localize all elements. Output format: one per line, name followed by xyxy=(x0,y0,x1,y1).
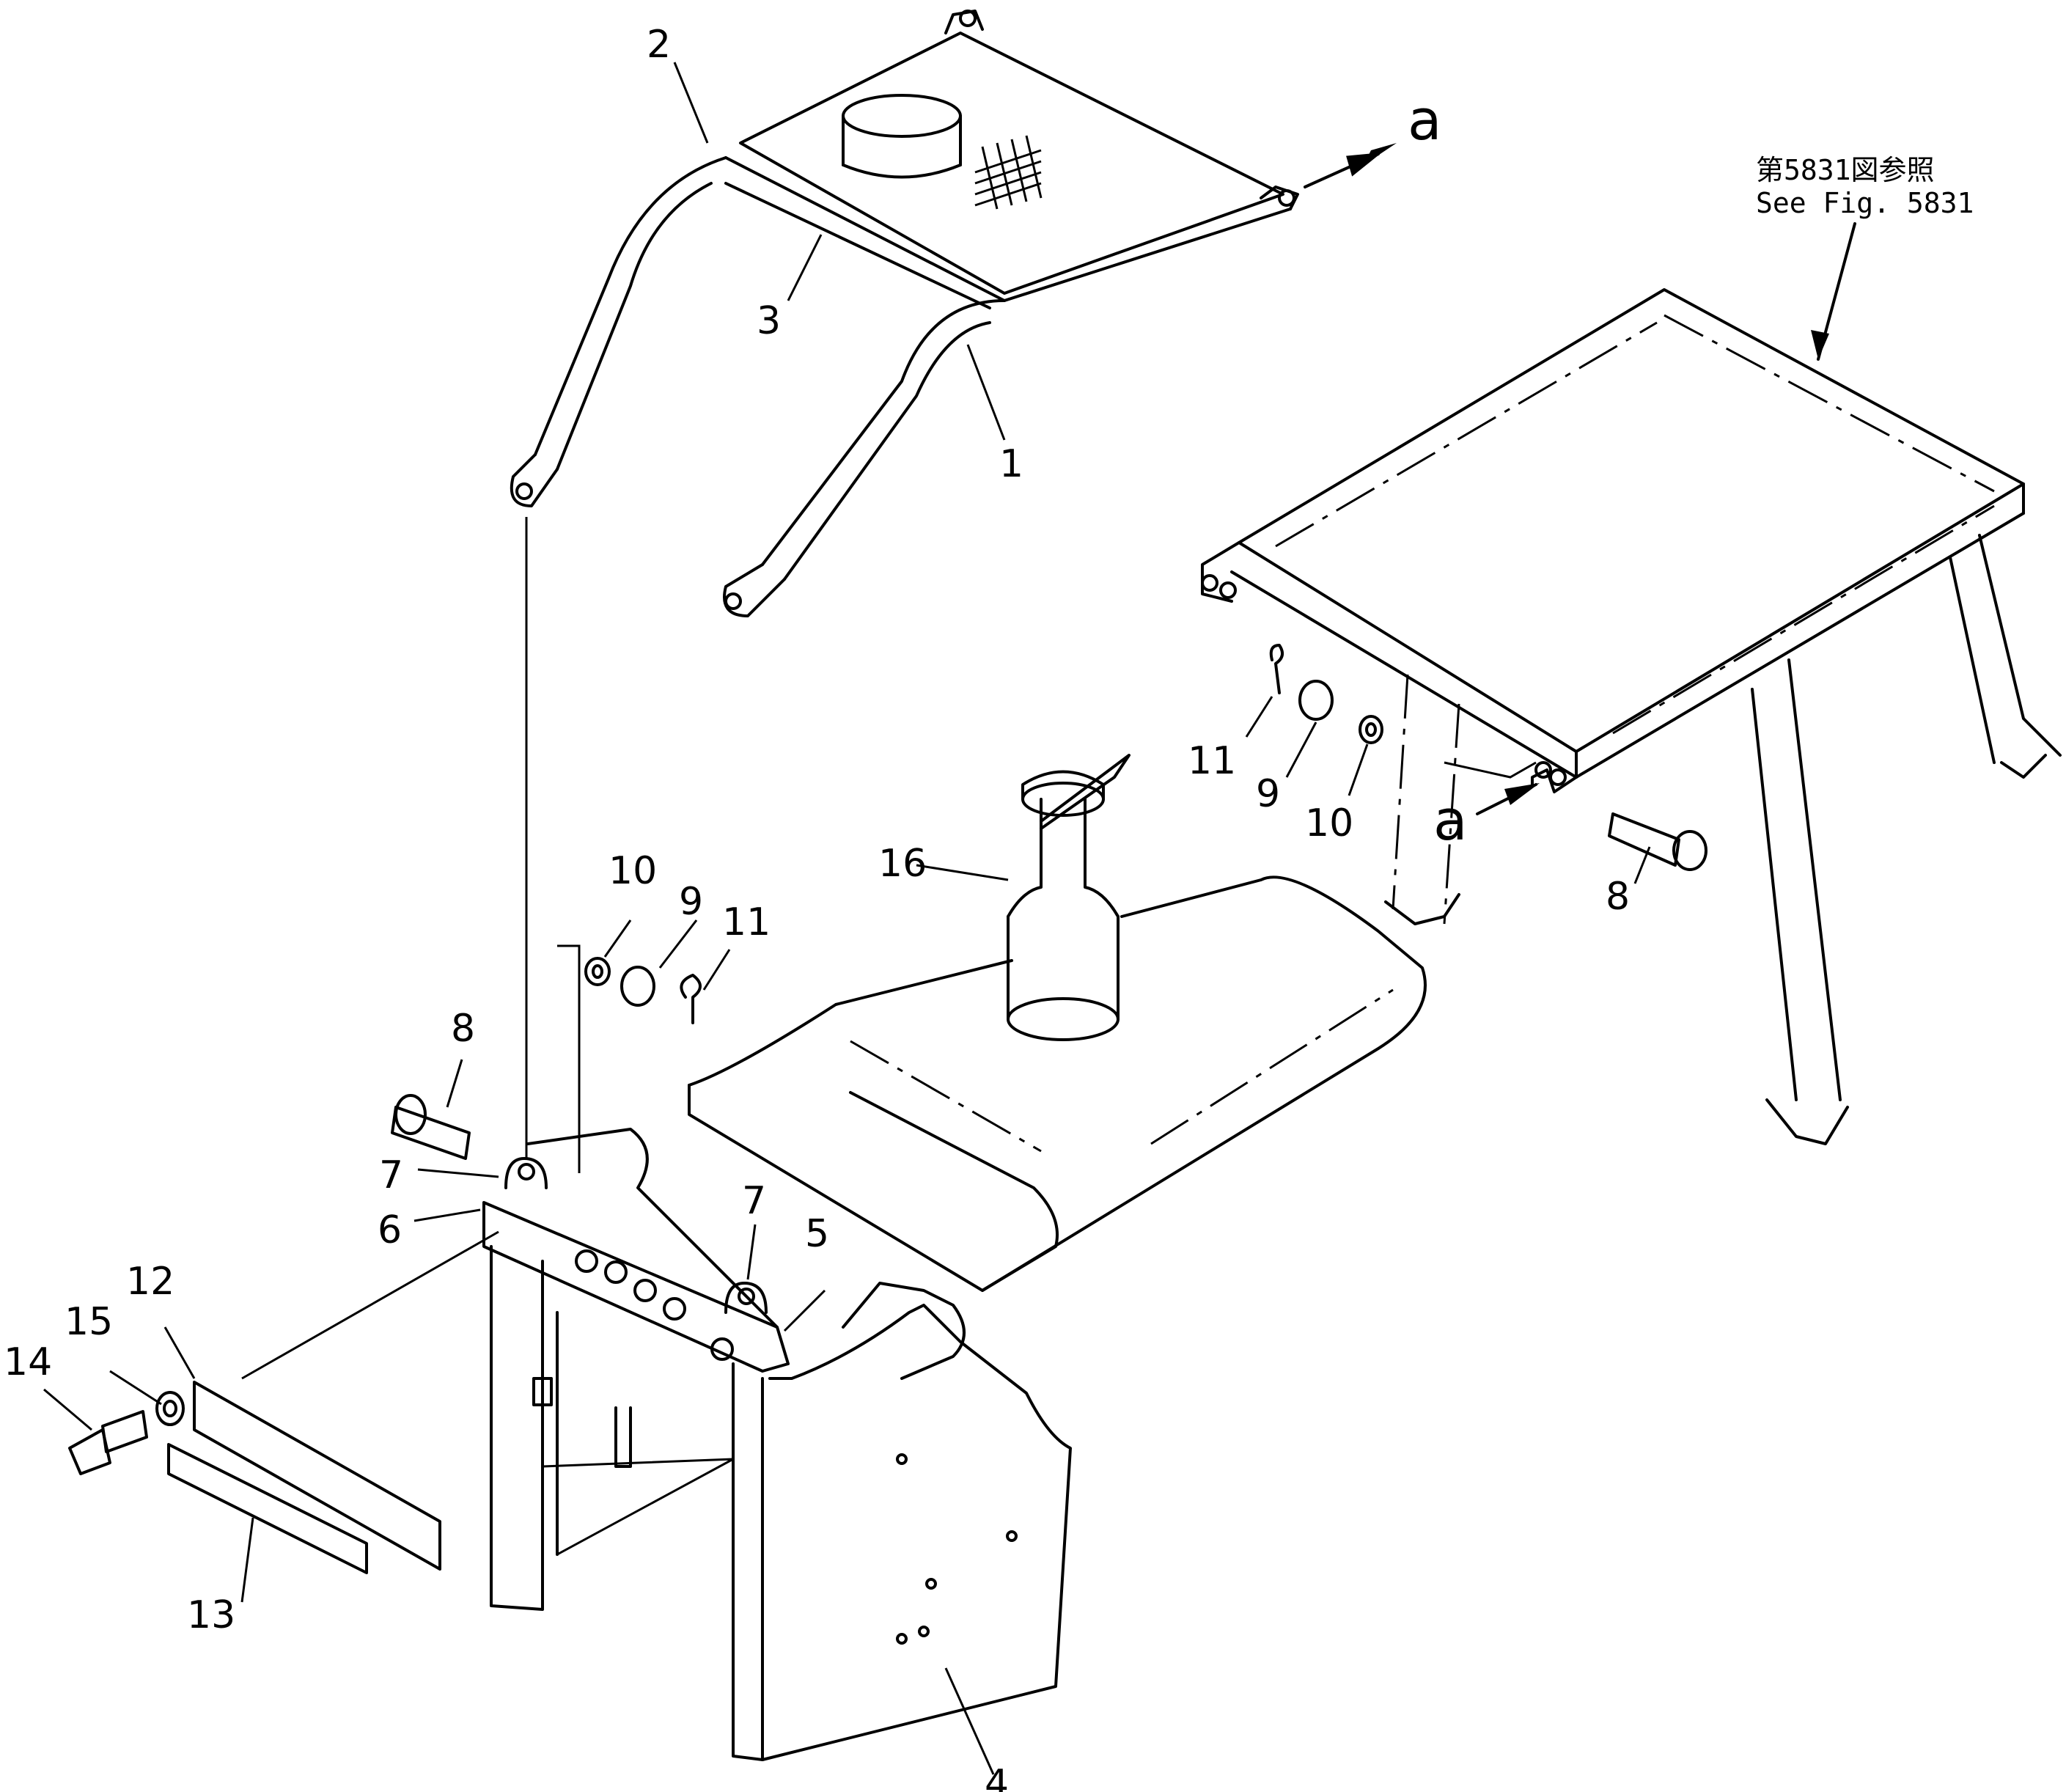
front-support-assembly xyxy=(482,1128,1072,1761)
callout-1: 1 xyxy=(999,442,1023,486)
main-frame-assembly xyxy=(1201,288,2062,1145)
fuel-tank-assembly xyxy=(688,754,1427,1292)
callout-10-right: 10 xyxy=(1305,801,1353,845)
figure-reference-note: 第5831図参照 See Fig. 5831 xyxy=(1756,154,1974,361)
direction-arrow-lower: a xyxy=(1433,783,1540,853)
direction-arrow-top: a xyxy=(1304,87,1442,188)
callout-7-right: 7 xyxy=(742,1179,766,1223)
callout-2: 2 xyxy=(647,23,671,67)
callout-4: 4 xyxy=(985,1762,1009,1792)
callout-9-left: 9 xyxy=(679,880,703,924)
callout-9-right: 9 xyxy=(1256,772,1280,816)
callout-8-right: 8 xyxy=(1606,875,1630,919)
right-pin-group xyxy=(1269,644,1707,871)
arrow-label-a-lower: a xyxy=(1433,787,1468,853)
leader-lines xyxy=(43,62,1651,1775)
callout-13: 13 xyxy=(187,1593,235,1637)
callout-16: 16 xyxy=(878,842,927,886)
callout-10-left: 10 xyxy=(609,849,657,893)
callout-12: 12 xyxy=(126,1260,174,1304)
callout-11-left: 11 xyxy=(722,900,771,944)
left-pin-group xyxy=(391,944,702,1173)
callout-5: 5 xyxy=(805,1212,829,1256)
reference-line-en: See Fig. 5831 xyxy=(1756,187,1974,219)
callout-6: 6 xyxy=(378,1208,402,1252)
callout-15: 15 xyxy=(65,1300,113,1344)
callout-8-left: 8 xyxy=(451,1007,475,1051)
canopy-frame-assembly xyxy=(510,10,1299,617)
callout-labels: 2 3 1 4 5 6 7 7 8 8 9 9 10 10 11 11 12 1… xyxy=(4,23,1630,1792)
side-plate-fasteners xyxy=(68,1230,499,1574)
callout-14: 14 xyxy=(4,1340,52,1384)
callout-11-right: 11 xyxy=(1188,739,1236,783)
reference-line-jp: 第5831図参照 xyxy=(1756,154,1935,186)
callout-3: 3 xyxy=(757,299,781,343)
callout-7-left: 7 xyxy=(379,1153,403,1197)
arrow-label-a-top: a xyxy=(1408,87,1442,153)
